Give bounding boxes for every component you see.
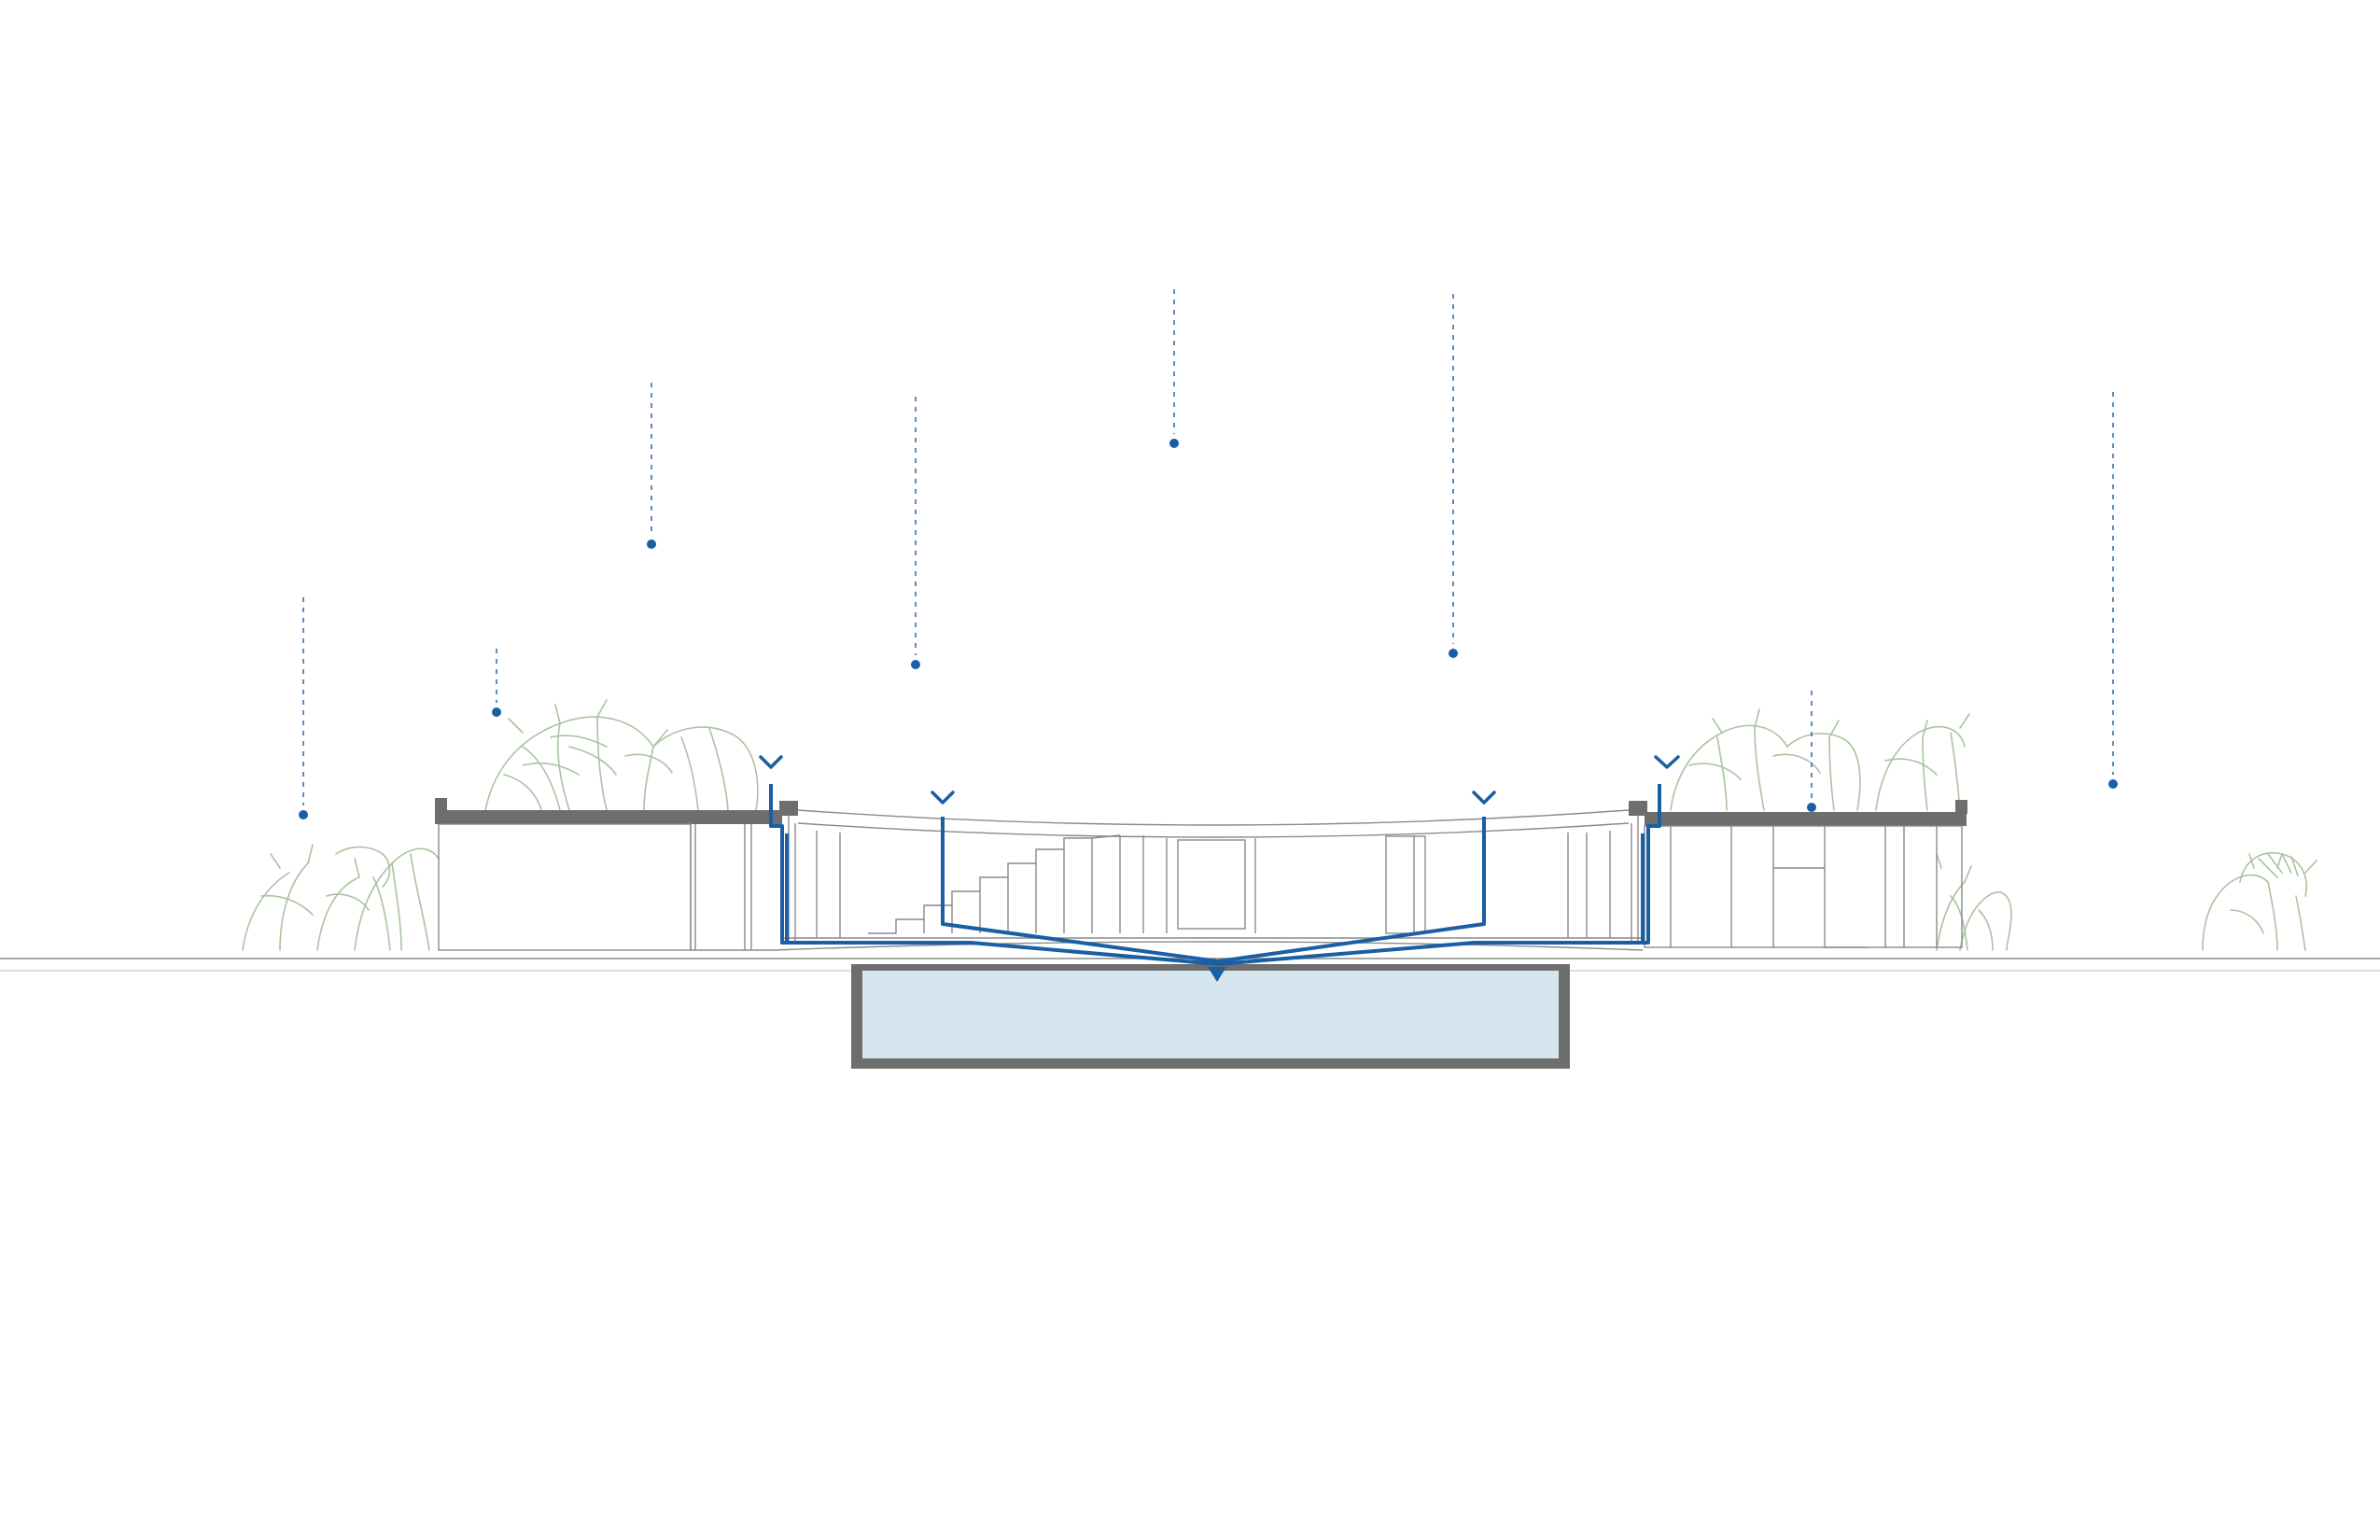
vegetation xyxy=(242,699,2317,951)
plant-cluster-left-roof xyxy=(484,699,759,811)
chevron-down-icon xyxy=(1472,791,1496,805)
rainwater-network xyxy=(769,784,1661,966)
cistern-water xyxy=(862,971,1559,1058)
left-wall xyxy=(438,823,692,951)
raindrop-icon xyxy=(647,539,656,549)
roof-inlets xyxy=(759,755,1680,805)
raindrop-icon xyxy=(1807,803,1816,812)
rain xyxy=(299,289,2118,819)
raindrop-icon xyxy=(2108,779,2118,789)
courtyard-parapet-right xyxy=(1629,801,1647,816)
triangle-down-icon xyxy=(1208,967,1226,982)
stair xyxy=(868,834,1144,934)
collector-right xyxy=(1217,941,1641,966)
cistern xyxy=(851,964,1570,1069)
courtyard-drain-right xyxy=(1217,817,1486,963)
right-roof-parapet xyxy=(1955,800,1967,814)
collector-left xyxy=(789,941,1219,966)
downpipe-right-outer xyxy=(1641,784,1661,945)
raindrop-icon xyxy=(1449,649,1458,658)
plant-cluster-right-roof xyxy=(1670,708,1970,811)
raindrop-icon xyxy=(911,660,920,669)
left-roof-parapet xyxy=(435,798,447,812)
left-roof-slab xyxy=(435,810,782,824)
right-roof-slab xyxy=(1645,812,1967,826)
raindrop-icon xyxy=(492,707,501,717)
raindrop-icon xyxy=(1169,439,1179,448)
courtyard-roof-curve xyxy=(797,809,1630,826)
courtyard-drain-left xyxy=(941,817,1219,963)
right-wall xyxy=(1644,825,1963,948)
chevron-down-icon xyxy=(1654,755,1680,769)
downpipe-left-outer xyxy=(769,784,789,945)
courtyard-parapet-left xyxy=(779,801,798,816)
courtyard-volume xyxy=(774,801,1647,951)
building-section xyxy=(435,798,1967,951)
left-volume xyxy=(435,798,782,951)
plant-cluster-right-ground xyxy=(1936,853,2012,951)
chevron-down-icon xyxy=(931,791,955,805)
right-volume xyxy=(1644,800,1967,948)
plant-cluster-left-ground xyxy=(242,844,440,951)
plant-cluster-far-right xyxy=(2202,852,2317,951)
raindrop-icon xyxy=(299,810,308,819)
chevron-down-icon xyxy=(759,755,783,769)
